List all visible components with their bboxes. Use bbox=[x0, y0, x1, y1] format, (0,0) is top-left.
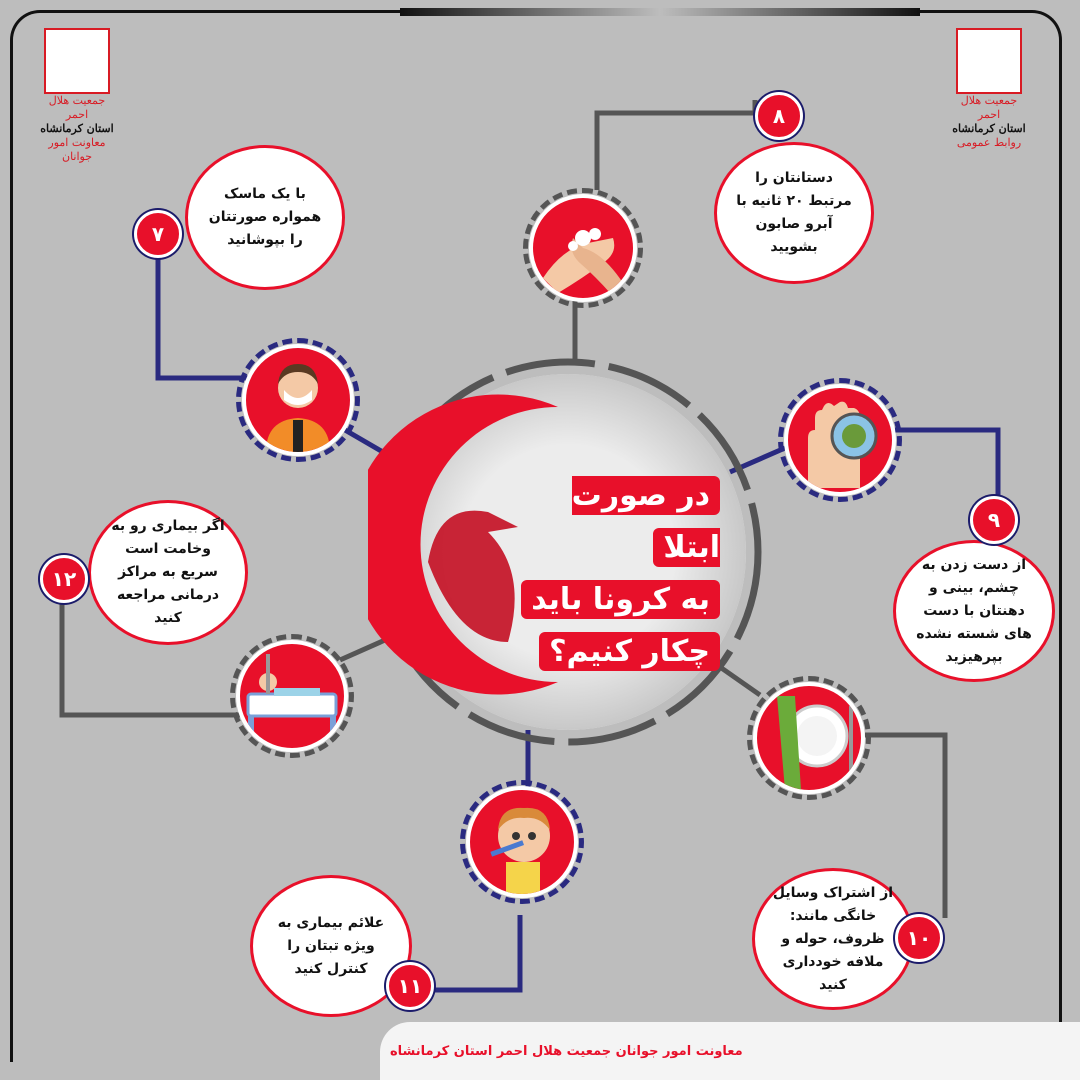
dishes-icon-ring bbox=[747, 676, 871, 800]
tip-9-bubble: از دست زدن به چشم، بینی و دهنتان با دست … bbox=[893, 540, 1055, 682]
tip-7-text: با یک ماسک همواره صورتتان را بپوشانید bbox=[208, 186, 322, 248]
connector-hospital bbox=[338, 637, 387, 663]
virus-on-hand-icon bbox=[784, 384, 896, 496]
person-with-mask-icon bbox=[242, 344, 354, 456]
tip-11-bubble: علائم بیماری به ویژه تبتان را کنترل کنید bbox=[250, 875, 412, 1017]
tip-11-number-badge: ۱۱ bbox=[386, 962, 434, 1010]
center-title-line1: در صورت ابتلا bbox=[571, 476, 720, 567]
tip-9-number-badge: ۹ bbox=[970, 496, 1018, 544]
logo-left: جمعیت هلال احمر استان کرمانشاه معاونت ام… bbox=[40, 28, 114, 164]
center-title: در صورت ابتلا به کرونا باید چکار کنیم؟ bbox=[510, 470, 720, 678]
logo-left-line2: استان کرمانشاه bbox=[40, 122, 114, 135]
handwash-icon-ring bbox=[523, 188, 643, 308]
connector-9 bbox=[895, 427, 1001, 510]
connector-12 bbox=[59, 580, 240, 718]
logo-left-line1: جمعیت هلال احمر bbox=[48, 94, 106, 121]
logo-left-line3: معاونت امور جوانان bbox=[48, 136, 106, 163]
logo-right-line1: جمعیت هلال احمر bbox=[960, 94, 1018, 121]
tip-11-text: علائم بیماری به ویژه تبتان را کنترل کنید bbox=[277, 914, 385, 977]
center-title-line2: به کرونا باید bbox=[521, 580, 720, 619]
hospital-bed-icon bbox=[236, 640, 348, 752]
virus-icon-ring bbox=[778, 378, 902, 502]
hand-washing-icon bbox=[529, 194, 637, 302]
tip-11-number: ۱۱ bbox=[397, 974, 423, 998]
mask-icon-ring bbox=[236, 338, 360, 462]
tip-10-bubble: از اشتراک وسایل خانگی مانند: ظروف، حوله … bbox=[752, 868, 914, 1010]
red-crescent-icon bbox=[368, 394, 558, 695]
tip-10-number: ۱۰ bbox=[906, 926, 932, 950]
fever-icon-ring bbox=[460, 780, 584, 904]
red-crescent-icon bbox=[44, 28, 110, 94]
sick-child-thermometer-icon bbox=[466, 786, 578, 898]
plate-towel-icon bbox=[753, 682, 865, 794]
hospital-icon-ring bbox=[230, 634, 354, 758]
tip-8-number-badge: ۸ bbox=[755, 92, 803, 140]
connector-8 bbox=[594, 100, 758, 190]
red-crescent-icon bbox=[956, 28, 1022, 94]
tip-8-text: دستانتان را مرتبط ۲۰ ثانیه با آبرو صابون… bbox=[736, 170, 852, 255]
frame-top-accent bbox=[400, 8, 920, 16]
tip-10-number-badge: ۱۰ bbox=[895, 914, 943, 962]
logo-right: جمعیت هلال احمر استان کرمانشاه روابط عمو… bbox=[952, 28, 1026, 150]
tip-8-number: ۸ bbox=[772, 104, 786, 128]
tip-9-number: ۹ bbox=[987, 508, 1001, 532]
tip-7-number: ۷ bbox=[151, 222, 165, 246]
logo-right-line3: روابط عمومی bbox=[956, 136, 1022, 149]
tip-9-text: از دست زدن به چشم، بینی و دهنتان با دست … bbox=[916, 556, 1032, 665]
tip-7-bubble: با یک ماسک همواره صورتتان را بپوشانید bbox=[185, 145, 345, 290]
tip-7-number-badge: ۷ bbox=[134, 210, 182, 258]
tip-12-number-badge: ۱۲ bbox=[40, 555, 88, 603]
logo-right-line2: استان کرمانشاه bbox=[952, 122, 1026, 135]
connector-7 bbox=[155, 258, 250, 381]
tip-10-text: از اشتراک وسایل خانگی مانند: ظروف، حوله … bbox=[772, 884, 894, 993]
footer-bar: معاونت امور جوانان جمعیت هلال احمر استان… bbox=[380, 1022, 1080, 1080]
tip-12-text: اگر بیماری رو به وخامت است سریع به مراکز… bbox=[111, 518, 225, 626]
connector-10 bbox=[865, 732, 948, 918]
footer-text: معاونت امور جوانان جمعیت هلال احمر استان… bbox=[390, 1043, 743, 1059]
connector-11 bbox=[420, 915, 523, 993]
tip-12-bubble: اگر بیماری رو به وخامت است سریع به مراکز… bbox=[88, 500, 248, 645]
tip-8-bubble: دستانتان را مرتبط ۲۰ ثانیه با آبرو صابون… bbox=[714, 142, 874, 284]
tip-12-number: ۱۲ bbox=[51, 567, 77, 591]
center-title-line3: چکار کنیم؟ bbox=[539, 632, 720, 671]
